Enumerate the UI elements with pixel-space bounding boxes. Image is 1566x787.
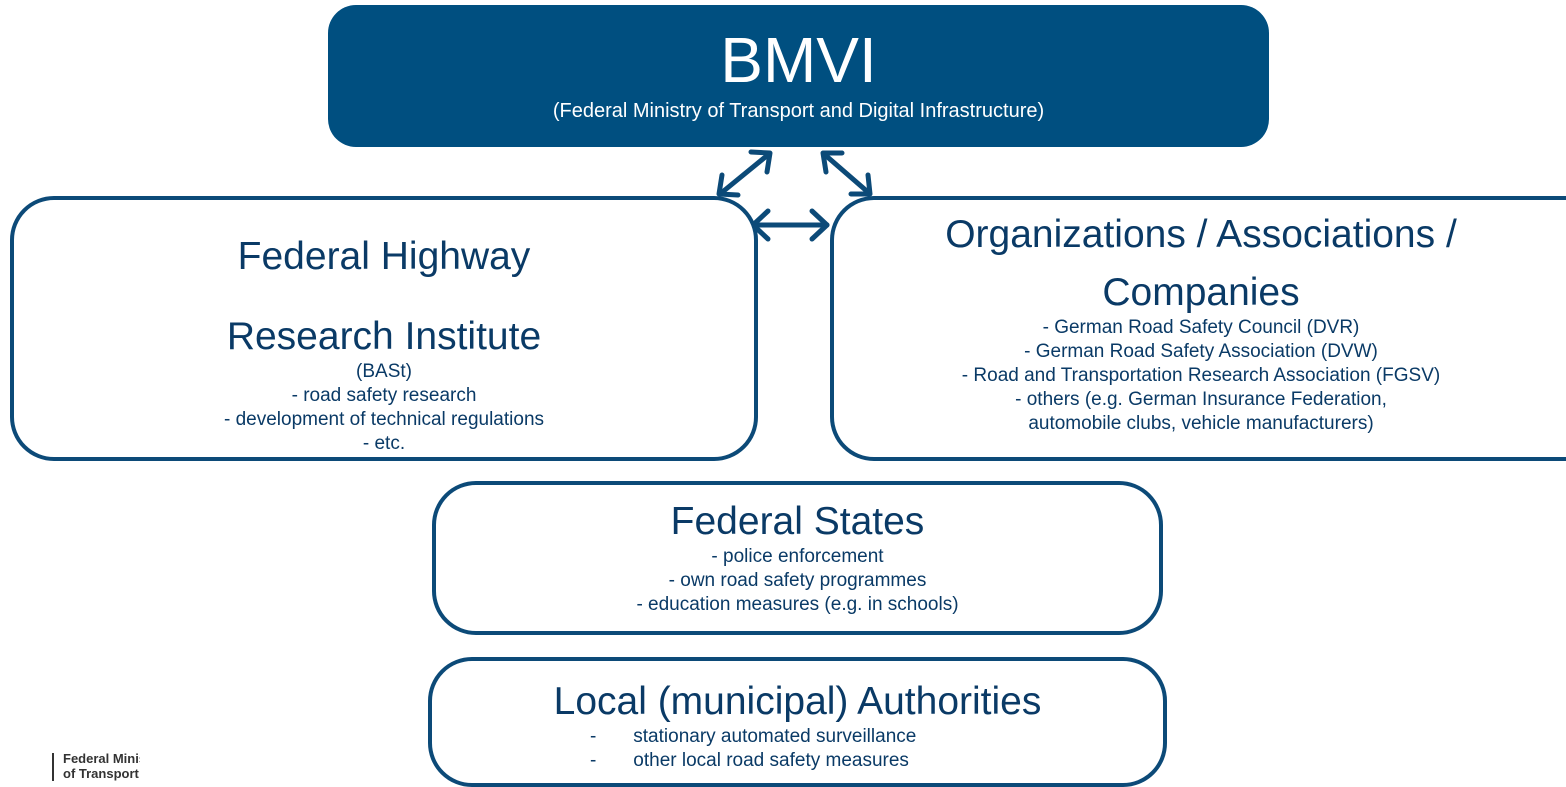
orgs-item: - German Road Safety Council (DVR)	[1042, 317, 1360, 338]
bast-item: - road safety research	[291, 385, 477, 406]
arrow-bast-orgs	[750, 208, 830, 242]
ministry-logo: Federal Ministry of Transport and	[0, 751, 140, 781]
local-item: - stationary automated surveillance	[590, 726, 917, 747]
logo-text: Federal Ministry of Transport and	[63, 751, 140, 781]
logo-bar	[52, 753, 54, 781]
bmvi-box: BMVI (Federal Ministry of Transport and …	[328, 5, 1269, 147]
logo-line1: Federal Ministry	[63, 751, 140, 766]
bast-title-line2: Research Institute	[226, 315, 542, 358]
states-item: - police enforcement	[711, 546, 884, 567]
orgs-item: automobile clubs, vehicle manufacturers)	[1028, 413, 1374, 434]
arrow-bmvi-bast	[716, 149, 773, 198]
states-item: - own road safety programmes	[668, 570, 927, 591]
orgs-box: Organizations / Associations / Companies…	[830, 196, 1566, 461]
arrow-bmvi-orgs	[820, 150, 873, 197]
bast-box: Federal Highway Research Institute (BASt…	[10, 196, 758, 461]
states-item: - education measures (e.g. in schools)	[636, 594, 959, 615]
bast-title-line1: Federal Highway	[237, 235, 531, 278]
orgs-item: - others (e.g. German Insurance Federati…	[1015, 389, 1387, 410]
orgs-item: - Road and Transportation Research Assoc…	[961, 365, 1441, 386]
orgs-item: - German Road Safety Association (DVW)	[1024, 341, 1378, 362]
bast-item: - development of technical regulations	[223, 409, 545, 430]
states-title: Federal States	[670, 500, 925, 543]
local-title: Local (municipal) Authorities	[553, 680, 1042, 723]
bmvi-title: BMVI	[720, 24, 877, 96]
bmvi-subtitle: (Federal Ministry of Transport and Digit…	[552, 100, 1045, 122]
bast-item: - etc.	[362, 433, 406, 454]
orgs-title-line2: Companies	[1102, 271, 1300, 314]
orgs-title-line1: Organizations / Associations /	[945, 213, 1457, 256]
local-box: Local (municipal) Authorities - stationa…	[428, 657, 1167, 787]
bast-item: (BASt)	[356, 361, 412, 382]
logo-line2: of Transport and	[63, 766, 139, 781]
local-item: - other local road safety measures	[590, 750, 909, 771]
states-box: Federal States - police enforcement - ow…	[432, 481, 1163, 635]
